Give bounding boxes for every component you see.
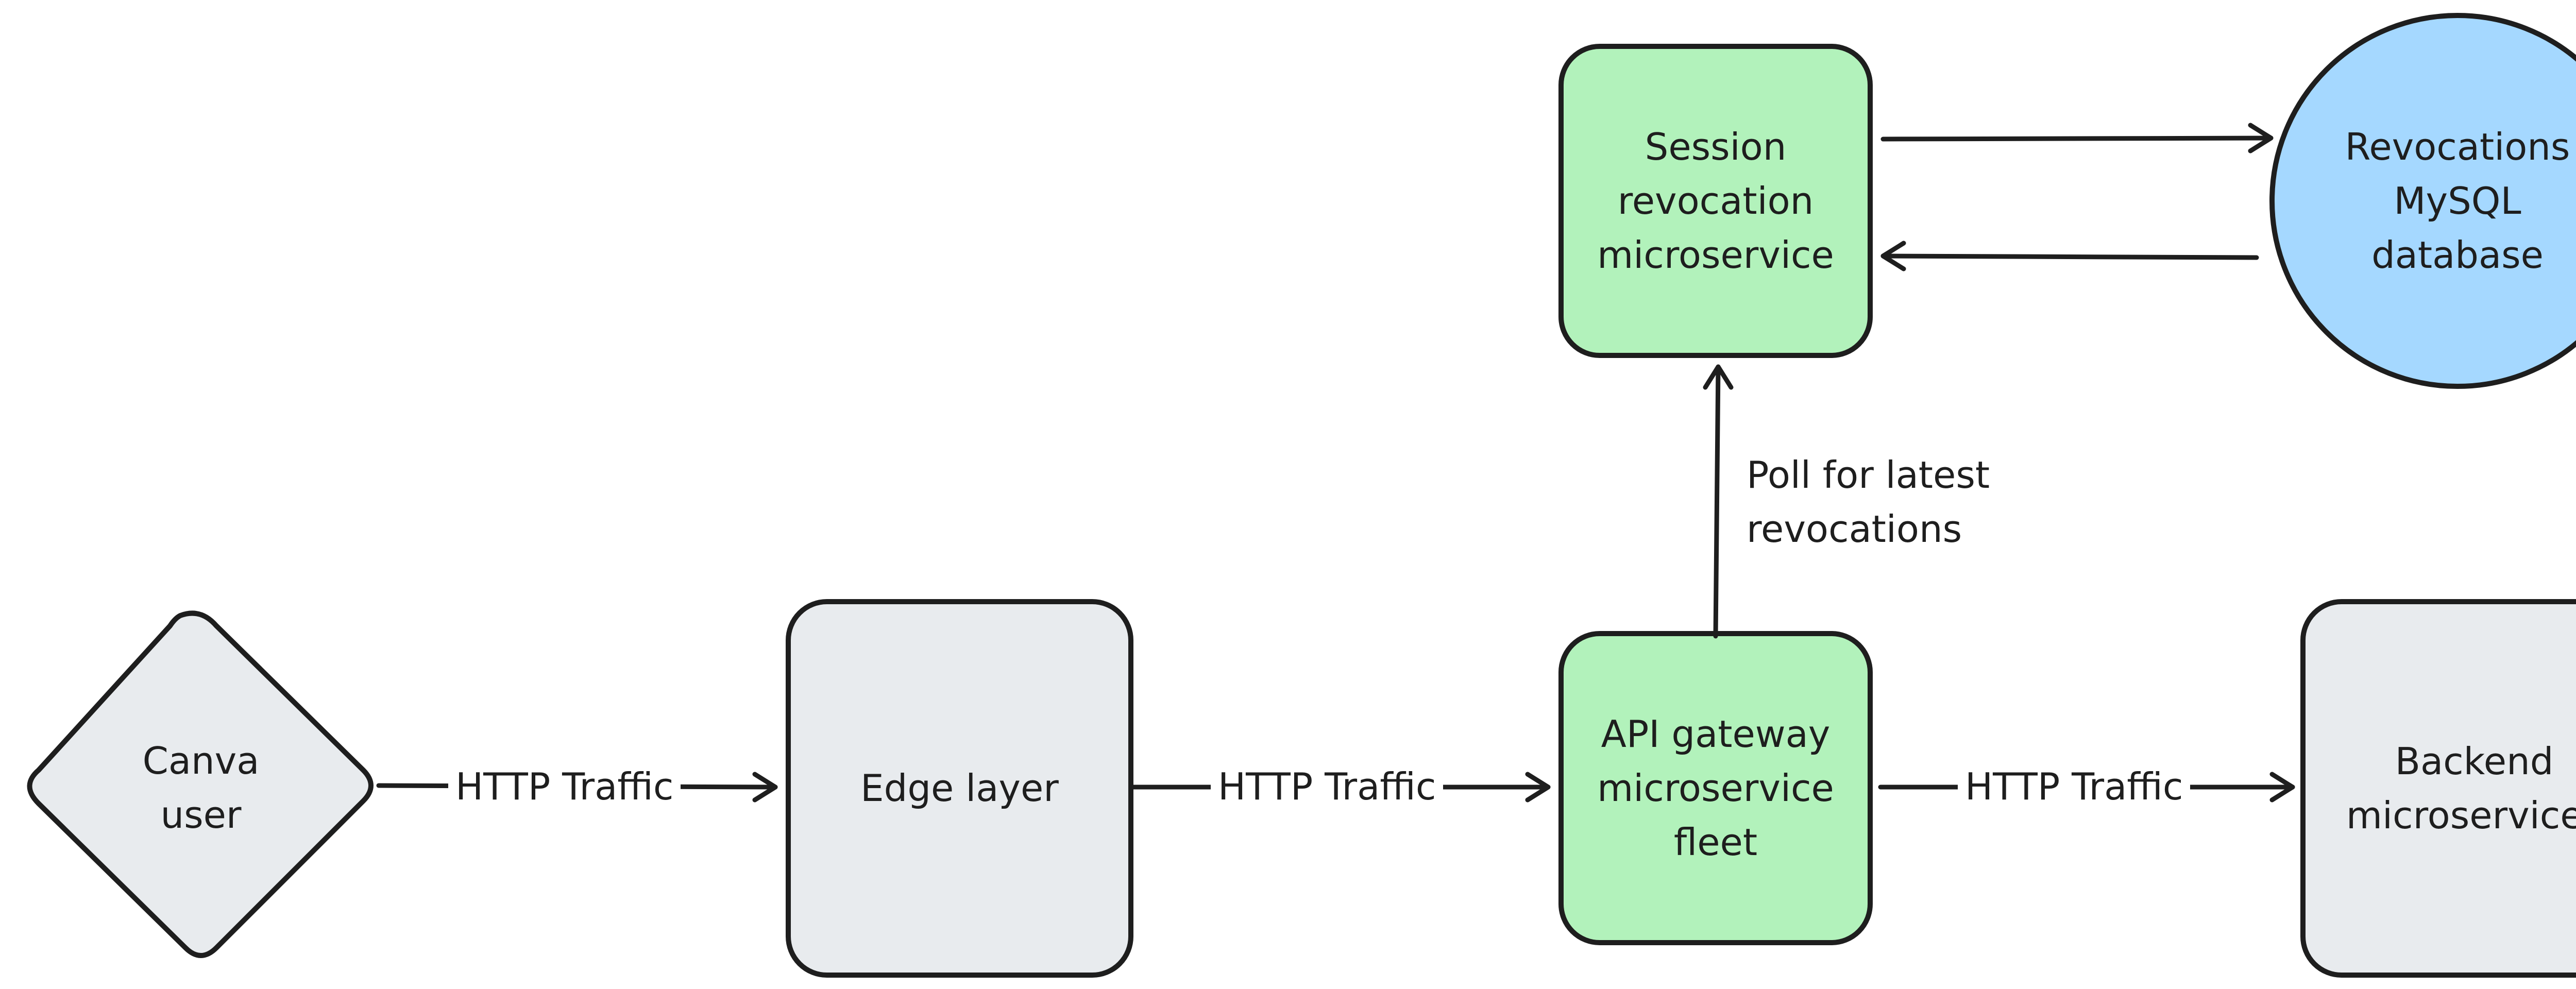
edge-db-to-session	[1880, 241, 2259, 271]
edge-label-gateway-to-backend: HTTP Traffic	[1958, 760, 2191, 814]
edge-label-user-to-edge: HTTP Traffic	[448, 760, 681, 814]
session-revocation-node-shape	[1558, 44, 1873, 358]
edge-layer-label: Edge layer	[860, 766, 1059, 810]
edge-session-to-db	[1880, 123, 2274, 154]
edge-label-edge-to-gateway: HTTP Traffic	[1211, 760, 1444, 814]
session-revocation-label: Session revocation microservice	[1597, 125, 1834, 277]
backend-node-shape	[2300, 599, 2576, 978]
backend-label: Backend microservices	[2346, 739, 2576, 837]
canva-user-label: Canva user	[142, 739, 260, 837]
canva-user-node-shape	[27, 610, 374, 958]
edge-label-gateway-to-session: Poll for latest revocations	[1747, 453, 1990, 551]
edge-gateway-to-session	[1703, 364, 1734, 639]
revocations-db-label: Revocations MySQL database	[2345, 125, 2570, 277]
revocations-db-node-shape	[2269, 13, 2576, 389]
api-gateway-label: API gateway microservice fleet	[1597, 712, 1834, 864]
